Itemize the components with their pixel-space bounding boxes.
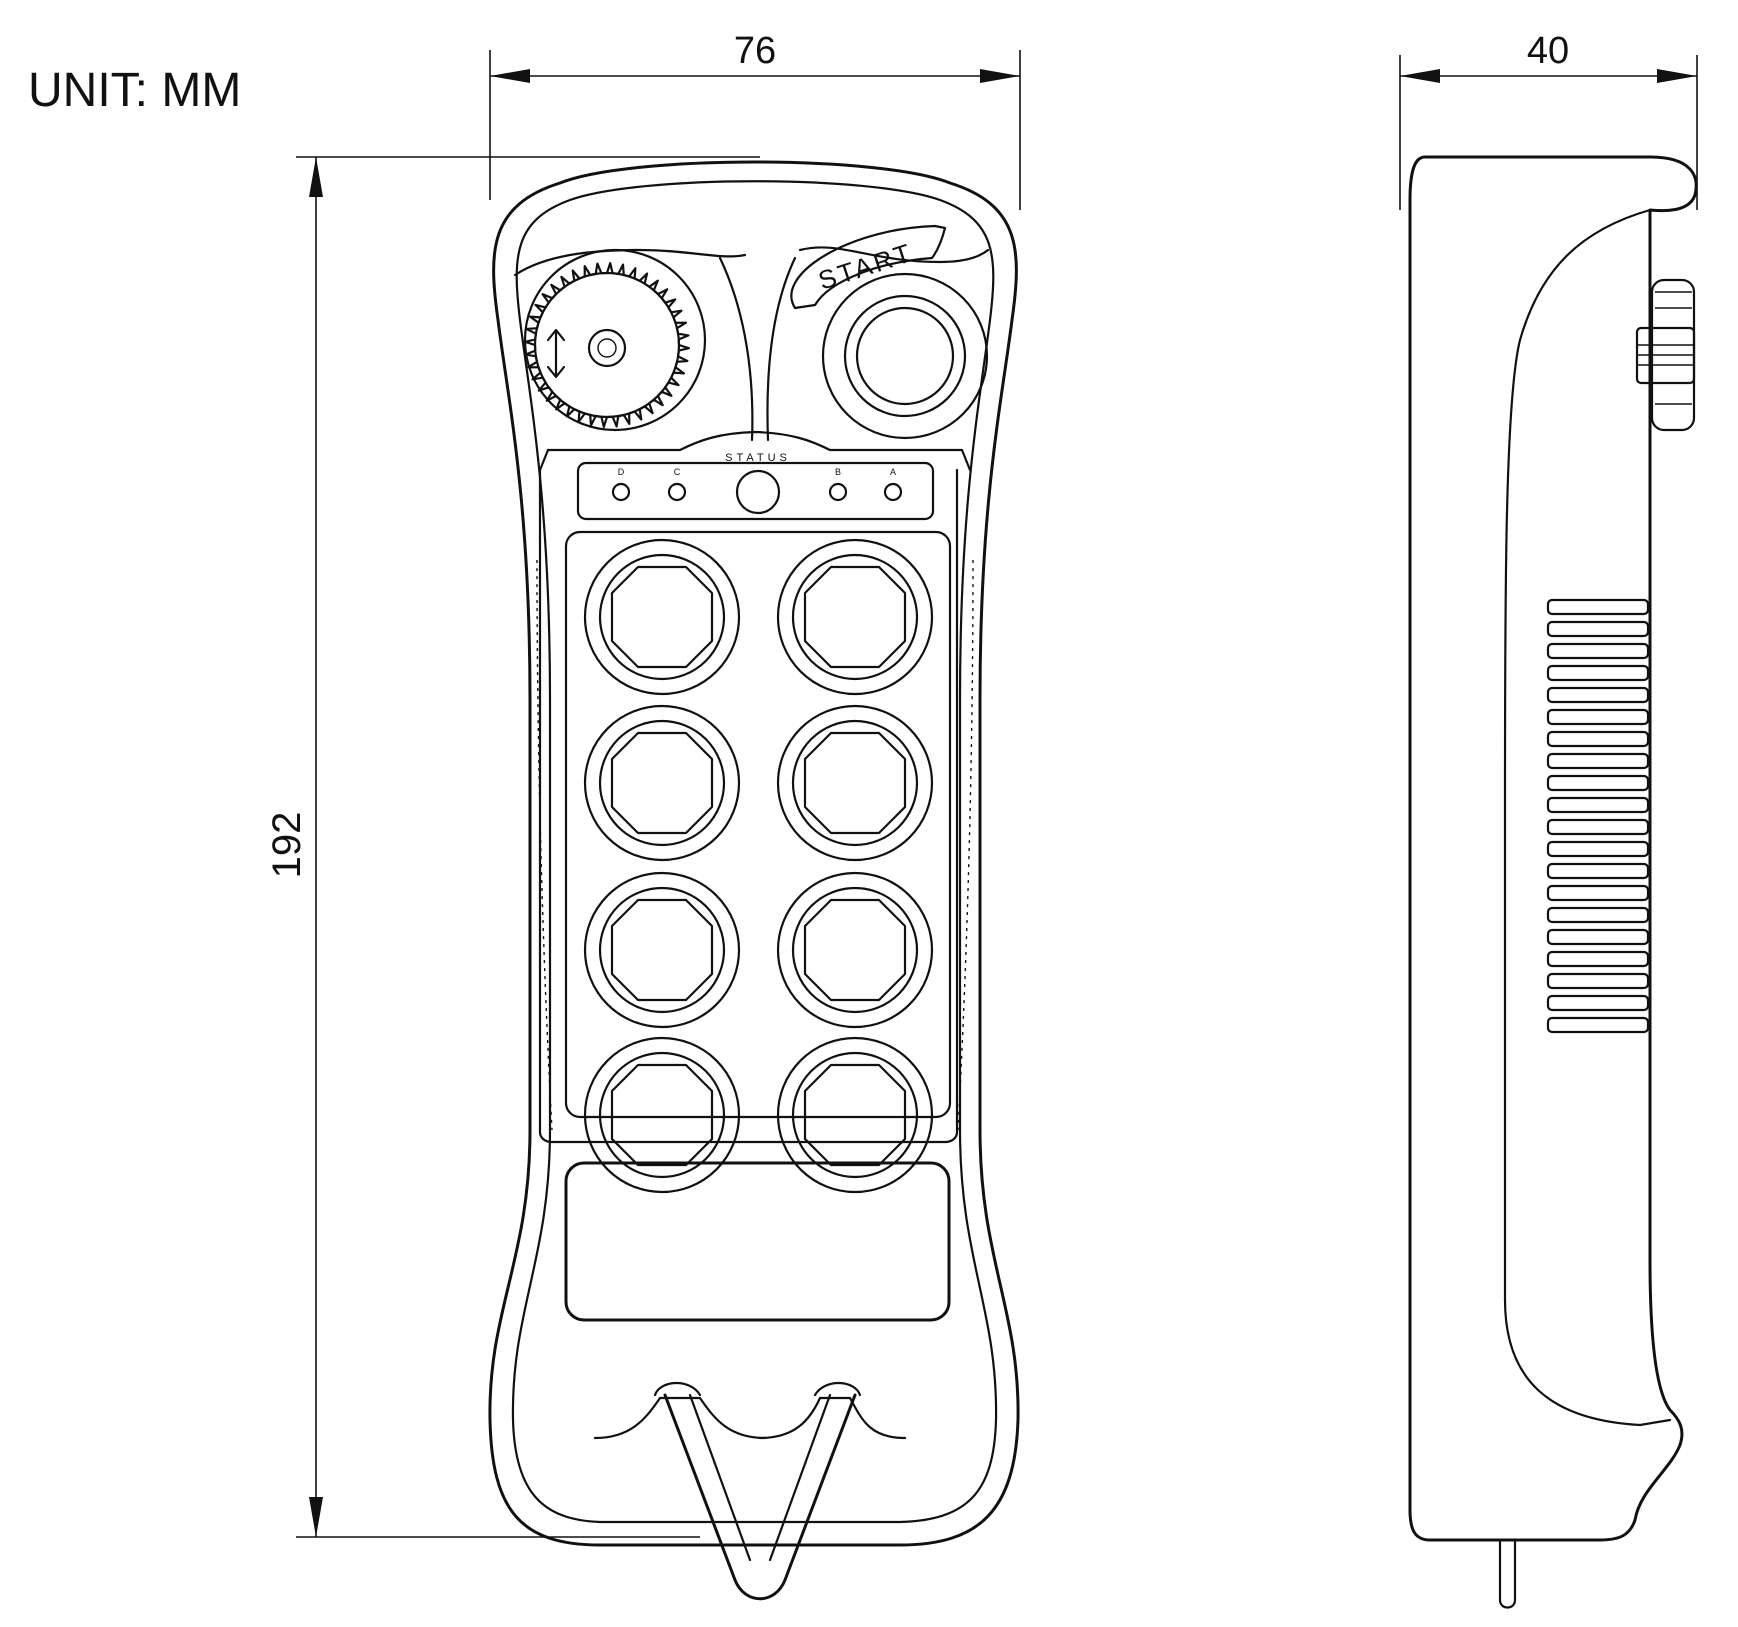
indicator-led-d <box>611 482 631 502</box>
grip-rib <box>1546 686 1650 704</box>
status-label: STATUS <box>725 452 791 464</box>
side-rotary-knob[interactable] <box>1635 278 1696 432</box>
indicator-led-c <box>667 482 687 502</box>
height-value: 192 <box>265 812 309 879</box>
grip-texture-left <box>536 559 553 1131</box>
side-grip-ribs <box>1546 598 1650 1034</box>
grip-rib <box>1546 884 1650 902</box>
antenna-stub <box>1498 1538 1517 1609</box>
start-button[interactable] <box>821 272 989 440</box>
width-dimension: 76 <box>489 30 1021 210</box>
grip-rib <box>1546 642 1650 660</box>
width-value: 76 <box>734 30 776 72</box>
housing-outline <box>488 160 1020 1547</box>
lanyard-loop <box>593 1381 907 1601</box>
grip-rib <box>1546 664 1650 682</box>
unit-label: UNIT: MM <box>28 64 241 117</box>
rotary-knob[interactable] <box>523 248 707 432</box>
indicator-letter-d: D <box>618 467 625 477</box>
push-button-5[interactable] <box>583 871 741 1029</box>
grip-rib <box>1546 994 1650 1012</box>
grip-rib <box>1546 928 1650 946</box>
grip-rib <box>1546 730 1650 748</box>
grip-rib <box>1546 796 1650 814</box>
indicator-letter-c: C <box>674 467 681 477</box>
grip-rib <box>1546 862 1650 880</box>
grip-rib <box>1546 708 1650 726</box>
grip-rib <box>1546 950 1650 968</box>
indicator-letter-b: B <box>835 467 841 477</box>
grip-rib <box>1546 972 1650 990</box>
grip-rib <box>1546 752 1650 770</box>
grip-rib <box>1546 840 1650 858</box>
side-housing-outline <box>1408 155 1698 1542</box>
indicator-led-a <box>883 482 903 502</box>
status-panel: STATUS D C B A <box>538 430 972 521</box>
gear-teeth-outline <box>524 262 690 428</box>
indicator-led-b <box>828 482 848 502</box>
push-button-6[interactable] <box>776 871 934 1029</box>
indicator-letter-a: A <box>890 467 896 477</box>
depth-dimension: 40 <box>1399 30 1698 210</box>
grip-rib <box>1546 818 1650 836</box>
height-dimension: 192 <box>265 156 760 1538</box>
depth-value: 40 <box>1527 30 1569 72</box>
status-led <box>735 469 781 515</box>
keypad <box>538 468 959 1194</box>
housing-inner-outline <box>511 180 998 1524</box>
push-button-3[interactable] <box>583 704 741 862</box>
front-view: START STATUS D C B A <box>488 160 1020 1601</box>
grip-rib <box>1546 1016 1650 1034</box>
grip-rib <box>1546 598 1650 616</box>
grip-rib <box>1546 774 1650 792</box>
push-button-4[interactable] <box>776 704 934 862</box>
push-button-2[interactable] <box>776 538 934 696</box>
grip-rib <box>1546 620 1650 638</box>
grip-texture-right <box>957 559 974 1131</box>
display-window <box>564 1161 951 1322</box>
start-label: START <box>815 237 917 296</box>
start-band: START <box>790 224 947 310</box>
side-view <box>1408 155 1698 1609</box>
rotate-arrows-icon <box>546 328 566 379</box>
push-button-7[interactable] <box>583 1036 741 1194</box>
push-button-1[interactable] <box>583 538 741 696</box>
push-button-8[interactable] <box>776 1036 934 1194</box>
grip-rib <box>1546 906 1650 924</box>
